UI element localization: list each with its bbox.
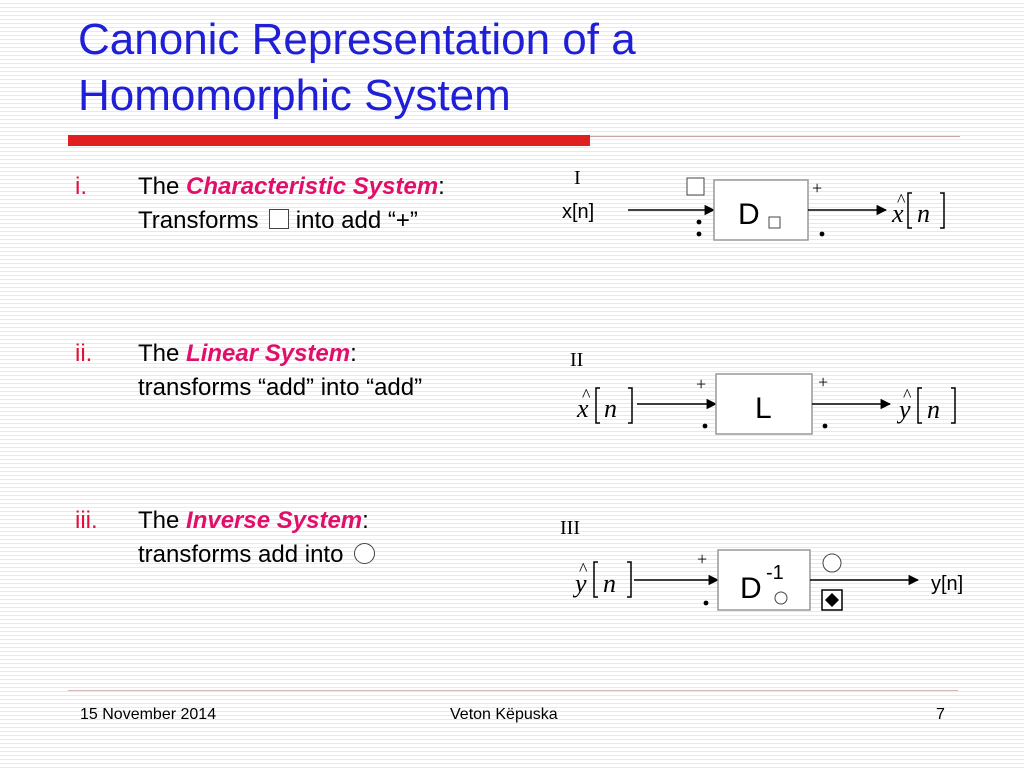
output-operation: + <box>812 178 822 198</box>
input-signal-hat: ^ <box>579 559 588 579</box>
input-signal-base: y <box>572 569 587 598</box>
diagram-label: I <box>574 167 581 189</box>
operation-dot <box>702 423 708 429</box>
input-signal-label: x[n] <box>562 201 594 223</box>
title-underline-thin <box>590 136 960 137</box>
system-block <box>713 179 809 241</box>
item-lead: The <box>138 173 187 200</box>
operation-dot <box>703 600 709 606</box>
title-underline-accent <box>68 135 590 146</box>
bracket-right <box>627 561 632 598</box>
system-block <box>717 549 811 611</box>
circle-operator-icon <box>354 543 376 564</box>
input-operation: + <box>696 374 706 394</box>
slide-title-line-2: Homomorphic System <box>78 71 511 120</box>
item-description: : transforms add into <box>138 507 369 568</box>
diagram-linear-system: II x ^ n + L + y ^ n <box>570 349 956 435</box>
footer-page-number: 7 <box>936 706 945 723</box>
input-signal-base: x <box>576 394 589 423</box>
operation-dot <box>696 219 702 225</box>
square-operator-icon <box>768 216 781 229</box>
diagram-label: III <box>560 517 580 539</box>
operation-dot <box>819 231 825 237</box>
circle-operator-icon <box>774 591 788 605</box>
output-signal-index: n <box>917 199 930 228</box>
slide-title-line-1: Canonic Representation of a <box>78 15 636 64</box>
item-description-end: into add “+” <box>289 207 418 234</box>
bracket-left <box>595 387 600 424</box>
bracket-left <box>917 387 922 424</box>
output-signal-base: y <box>896 395 911 424</box>
circle-operator-icon <box>822 553 842 573</box>
item-description: : transforms “add” into “add” <box>138 340 423 401</box>
block-superscript: -1 <box>766 562 784 584</box>
bracket-left <box>907 192 912 229</box>
list-numeral: i. <box>75 173 87 200</box>
slide-title: Canonic Representation of a Homomorphic … <box>78 12 978 124</box>
output-signal-hat: ^ <box>903 385 912 405</box>
footer-author: Veton Këpuska <box>450 706 558 723</box>
block-label: L <box>755 392 772 425</box>
item-lead: The <box>138 507 187 534</box>
list-item-text: The Characteristic System: Transforms in… <box>138 170 498 238</box>
bracket-right <box>940 192 945 229</box>
input-operation: + <box>697 549 707 569</box>
output-signal-label: y[n] <box>931 573 963 595</box>
input-signal-hat: ^ <box>582 385 591 405</box>
bracket-right <box>951 387 956 424</box>
output-operation: + <box>818 372 828 392</box>
operation-dot <box>822 423 828 429</box>
input-signal-index: n <box>604 394 617 423</box>
item-keyword: Characteristic System <box>186 173 439 200</box>
output-signal-base: x <box>891 199 904 228</box>
list-item-text: The Linear System: transforms “add” into… <box>138 337 468 405</box>
footer-divider <box>68 690 958 691</box>
list-numeral: iii. <box>75 507 98 534</box>
diagram-label: II <box>570 349 583 371</box>
block-label: D <box>738 198 760 231</box>
bracket-right <box>628 387 633 424</box>
diamond-operator-icon <box>825 593 839 607</box>
output-signal-hat: ^ <box>897 190 906 210</box>
square-operator-icon <box>269 209 290 229</box>
item-lead: The <box>138 340 187 367</box>
block-label: D <box>740 572 762 605</box>
system-block <box>715 373 813 435</box>
input-signal-index: n <box>603 569 616 598</box>
footer-date: 15 November 2014 <box>80 706 217 723</box>
list-item-text: The Inverse System: transforms add into <box>138 504 488 572</box>
item-keyword: Linear System <box>186 340 351 367</box>
item-keyword: Inverse System <box>186 507 363 534</box>
item-description: : Transforms <box>138 173 445 234</box>
diagram-inverse-system: III y ^ n + D -1 y[n] <box>560 517 963 611</box>
operation-dot <box>696 231 702 237</box>
list-numeral: ii. <box>75 340 93 367</box>
diagram-characteristic-system: I x[n] D + x ^ n <box>562 167 945 241</box>
square-operator-icon <box>686 177 705 196</box>
output-signal-index: n <box>927 395 940 424</box>
bracket-left <box>593 561 598 598</box>
